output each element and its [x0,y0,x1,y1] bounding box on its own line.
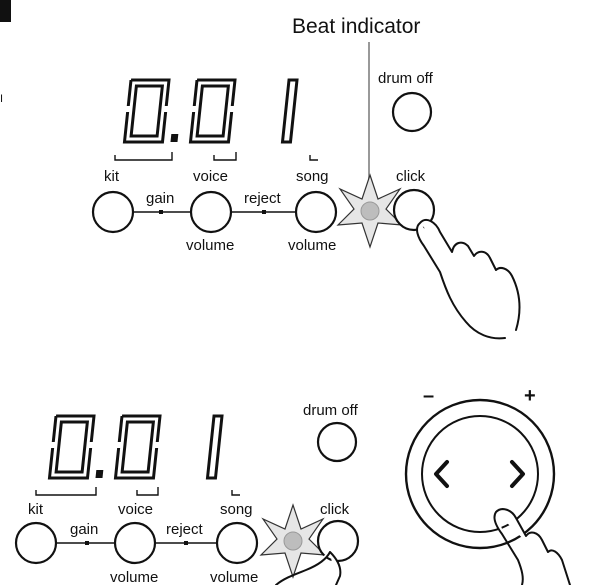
song-button[interactable] [294,190,338,234]
drum-off-label: drum off [303,402,359,419]
volume-label-2: volume [210,569,258,585]
margin-black-tab [0,0,11,22]
digit-1 [205,414,224,480]
digit-0b [188,78,237,144]
drum-off-label: drum off [378,70,434,87]
pointing-hand-icon [275,551,342,585]
kit-bracket [114,152,173,161]
kit-bracket [35,487,97,496]
song-button[interactable] [215,521,259,565]
kit-label: kit [104,168,120,185]
drum-off-button[interactable] [391,91,433,133]
reject-link-dot [262,210,266,214]
reject-label: reject [244,190,282,207]
gain-label: gain [146,190,174,207]
dial-plus: + [524,385,536,407]
voice-bracket [136,487,159,496]
led-display-top [122,78,299,144]
click-button[interactable] [316,519,360,563]
decimal-point [95,470,104,478]
volume-label-1: volume [186,237,234,254]
gain-link-dot [85,541,89,545]
pointing-hand-icon [416,219,521,340]
kit-button[interactable] [14,521,58,565]
voice-bracket [213,152,237,161]
volume-label-1: volume [110,569,158,585]
voice-button[interactable] [189,190,233,234]
chevron-right-icon[interactable] [510,460,525,488]
digit-1 [280,78,299,144]
panel-top: kit voice song click drum off gain rejec… [91,70,521,340]
song-bracket [309,155,318,161]
song-label: song [296,168,329,185]
chevron-left-icon[interactable] [434,460,449,488]
decimal-point [170,134,179,142]
digit-0b [113,414,162,480]
click-label: click [396,168,426,185]
drum-off-button[interactable] [316,421,358,463]
panel-bottom: kit voice song click drum off gain rejec… [14,385,571,585]
kit-label: kit [28,501,44,518]
voice-label: voice [118,501,153,518]
song-bracket [231,490,240,496]
digit-0 [122,78,171,144]
kit-button[interactable] [91,190,135,234]
voice-button[interactable] [113,521,157,565]
gain-link-dot [159,210,163,214]
reject-link-dot [184,541,188,545]
click-label: click [320,501,350,518]
dial-inner-ring[interactable] [421,415,539,533]
beat-indicator-label: Beat indicator [292,15,420,38]
digit-0 [47,414,96,480]
led-display-bottom [47,414,224,480]
pointing-hand-icon [493,508,571,585]
jog-dial[interactable]: – + [404,385,571,585]
margin-mark: I [0,93,3,105]
voice-label: voice [193,168,228,185]
reject-label: reject [166,521,204,538]
song-label: song [220,501,253,518]
volume-label-2: volume [288,237,336,254]
gain-label: gain [70,521,98,538]
beat-indicator-light [337,174,403,248]
dial-minus: – [423,385,434,407]
